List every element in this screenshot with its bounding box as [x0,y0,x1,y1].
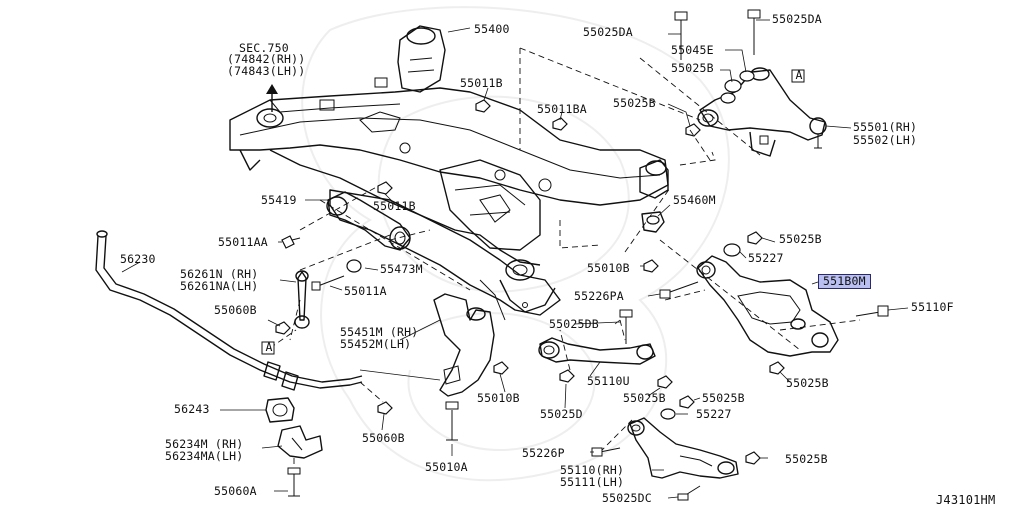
ref-a-left-box [261,341,275,355]
label-55025db: 55025DB [549,317,599,331]
clamp-56234m [261,425,323,497]
label-55110u: 55110U [587,374,630,388]
label-55010a: 55010A [425,460,468,474]
label-55110f: 55110F [911,300,954,314]
link-55110u [538,309,673,409]
label-56234m: 56234M (RH) [165,437,244,451]
label-55473m: 55473M [380,262,423,276]
label-55025b-6: 55025B [785,452,828,466]
label-55502: 55502(LH) [853,133,918,147]
diagram-code: J43101HM [936,493,996,507]
sec-750-arrow [266,84,278,112]
label-55226pa: 55226PA [574,289,624,303]
label-55110: 55110(RH) [560,463,625,477]
label-55025b-5: 55025B [623,391,666,405]
label-sec-lh-text: 74843(LH) [234,64,299,78]
label-55025b-2: 55025B [613,96,656,110]
label-56234ma: 56234MA(LH) [165,449,244,463]
arm-551b0m [647,231,909,383]
nut-55060b [359,381,393,431]
label-55060b-bottom: 55060B [362,431,405,445]
label-55400: 55400 [474,22,510,36]
subframe-55400 [229,25,669,321]
label-55025dc: 55025DC [602,491,652,505]
left-hardware [278,181,396,291]
lower-arm-55110 [590,395,768,501]
label-sec-rh: (74842(RH)) [227,52,306,66]
label-ref-a-left: A [265,340,273,354]
label-sec-rh-text: 74842(RH) [234,52,299,66]
label-55501: 55501(RH) [853,120,918,134]
label-55011aa: 55011AA [218,235,268,249]
label-56261n: 56261N (RH) [180,267,259,281]
label-sec-lh: (74843(LH)) [227,64,306,78]
ref-a-right-box [791,69,805,83]
label-55060b-left: 55060B [214,303,257,317]
label-55045e: 55045E [671,43,714,57]
label-55010b-mid: 55010B [587,261,630,275]
watermark [301,6,730,482]
label-55452m: 55452M(LH) [340,337,412,351]
label-551b0m-highlighted[interactable]: 551B0M [818,274,871,289]
label-55025da-1: 55025DA [583,25,633,39]
label-55010b-bottom: 55010B [477,391,520,405]
label-56261na: 56261NA(LH) [180,279,259,293]
label-55226p: 55226P [522,446,565,460]
label-ref-a-right: A [795,68,803,82]
label-55025d: 55025D [540,407,583,421]
label-56230: 56230 [120,252,156,266]
upper-link-55501 [697,67,827,157]
label-55011ba: 55011BA [537,102,587,116]
label-55060a: 55060A [214,484,257,498]
label-55011b-mid: 55011B [373,199,416,213]
misc-leaders [447,27,671,325]
link-55419 [326,191,411,251]
label-55460m: 55460M [673,193,716,207]
label-55111: 55111(LH) [560,475,625,489]
label-55025b-5b: 55025B [702,391,745,405]
bushing-56243 [220,397,295,423]
bracket-55451m [359,293,509,456]
label-55025da-2: 55025DA [772,12,822,26]
stabilizer-56230 [95,230,363,391]
label-55025b-4: 55025B [786,376,829,390]
label-55419: 55419 [261,193,297,207]
label-56243: 56243 [174,402,210,416]
label-55011a: 55011A [344,284,387,298]
label-55025b-3: 55025B [779,232,822,246]
label-55011b-top: 55011B [460,76,503,90]
label-55227-1: 55227 [748,251,784,265]
label-55227-2: 55227 [696,407,732,421]
label-sec750: SEC.750 [239,41,289,55]
label-55025b-1: 55025B [671,61,714,75]
label-55451m: 55451M (RH) [340,325,419,339]
upper-hardware [475,9,852,137]
